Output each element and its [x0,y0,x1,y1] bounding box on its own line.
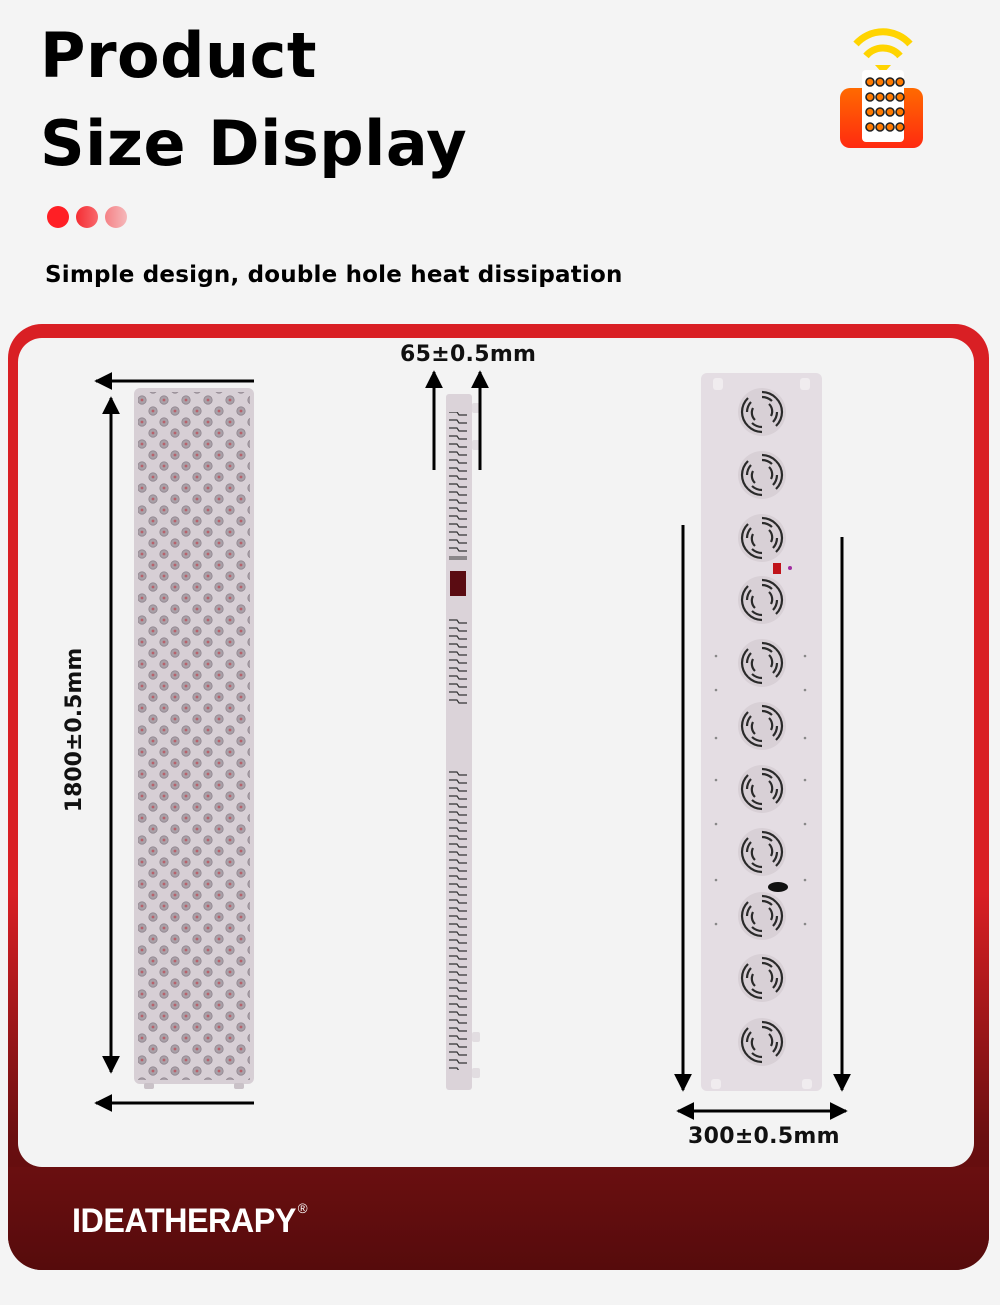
indicator-dots [47,206,127,228]
power-switch [773,563,781,574]
depth-dimension-label: 65±0.5mm [400,342,537,367]
wifi-dot [875,65,891,74]
registered-mark: ® [297,1200,308,1216]
title-line-1: Product [40,19,318,92]
subtitle: Simple design, double hole heat dissipat… [45,262,623,288]
power-socket [768,882,788,892]
indicator-dot-2 [76,206,98,228]
brand-name: IDEATHERAPY [72,1202,296,1240]
width-dimension-label: 300±0.5mm [688,1124,840,1149]
page-title: Product Size Display [40,12,467,188]
indicator-dot-1 [47,206,69,228]
footer-band [8,1167,989,1270]
height-dimension-label: 1800±0.5mm [62,647,87,813]
front-led-panel [134,388,254,1089]
back-fan-panel [701,373,822,1091]
brand-logo: IDEATHERAPY® [72,1200,308,1241]
wifi-icon [853,28,913,59]
wireless-remote-icon [840,28,923,148]
title-line-2: Size Display [40,107,468,180]
indicator-dot-3 [105,206,127,228]
side-profile-panel [446,394,480,1090]
